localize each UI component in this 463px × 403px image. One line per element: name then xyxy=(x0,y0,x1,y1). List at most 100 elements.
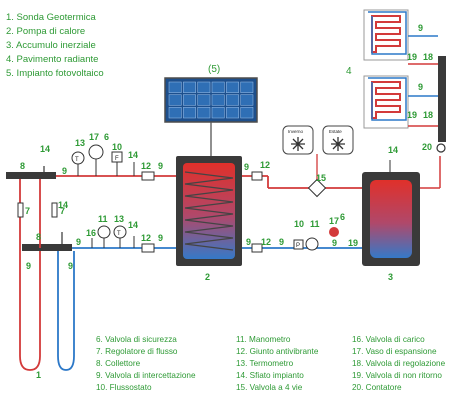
svg-text:14. Sfiato impianto: 14. Sfiato impianto xyxy=(236,371,304,380)
pv-cell xyxy=(240,94,254,106)
callout-19-mid: 19 xyxy=(348,238,358,248)
svg-text:12. Giunto antivibrante: 12. Giunto antivibrante xyxy=(236,347,319,356)
svg-text:6. Valvola di sicurezza: 6. Valvola di sicurezza xyxy=(96,335,177,344)
legend-item-3: 3. Accumulo inerziale xyxy=(6,40,96,51)
callout-19-radiant-top: 19 xyxy=(407,52,417,62)
svg-text:18. Valvola di regolazione: 18. Valvola di regolazione xyxy=(352,359,446,368)
pv-cell xyxy=(183,81,196,93)
callout-17-mid: 17 xyxy=(329,216,339,226)
callout-20: 20 xyxy=(422,142,432,152)
pv-cell xyxy=(168,94,182,106)
callout-18-radiant-top: 18 xyxy=(423,52,433,62)
pipes-probe-side xyxy=(43,166,176,249)
heat-pump-label: 2 xyxy=(205,272,210,282)
svg-text:15. Valvola a 4 vie: 15. Valvola a 4 vie xyxy=(236,383,303,392)
callout-12-lower: 12 xyxy=(141,233,151,243)
callout-8-top: 8 xyxy=(20,161,25,171)
legend-parts: 6. Valvola di sicurezza 7. Regolatore di… xyxy=(96,335,446,392)
pv-panel xyxy=(164,77,258,158)
meter-icon xyxy=(436,143,446,153)
pv-cell xyxy=(211,81,225,93)
callout-9-pump-out: 9 xyxy=(244,162,249,172)
callout-14-left-bottom: 14 xyxy=(58,200,68,210)
thermostat-winter: Inverno xyxy=(282,125,314,155)
pv-cell xyxy=(240,81,254,93)
geothermal-probe xyxy=(6,172,75,371)
svg-text:Inverno: Inverno xyxy=(288,129,304,134)
svg-text:Estate: Estate xyxy=(329,129,342,134)
legend-components: 1. Sonda Geotermica 2. Pompa di calore 3… xyxy=(6,12,104,79)
callout-9-upper: 9 xyxy=(158,161,163,171)
probe-label: 1 xyxy=(36,370,41,380)
svg-text:13. Termometro: 13. Termometro xyxy=(236,359,294,368)
pv-cell xyxy=(183,94,196,106)
svg-text:20. Contatore: 20. Contatore xyxy=(352,383,402,392)
radiant-floor xyxy=(363,9,446,142)
svg-text:T: T xyxy=(117,231,121,237)
svg-text:19. Valvola di non ritorno: 19. Valvola di non ritorno xyxy=(352,371,442,380)
callout-9-mid: 9 xyxy=(279,237,284,247)
pv-cell xyxy=(226,81,239,93)
callout-19-radiant-bottom: 19 xyxy=(407,110,417,120)
callout-14-lower: 14 xyxy=(128,220,138,230)
callout-8-bottom: 8 xyxy=(36,232,41,242)
heat-pump xyxy=(176,156,242,266)
callout-9-probe-right: 9 xyxy=(68,261,73,271)
callout-13-lower: 13 xyxy=(114,214,124,224)
callout-9-lower-left: 9 xyxy=(76,237,81,247)
callout-14-left-top: 14 xyxy=(40,144,50,154)
callout-11-lower: 11 xyxy=(98,214,108,224)
callout-10-upper: 10 xyxy=(112,142,122,152)
callout-11-mid: 11 xyxy=(310,219,320,229)
legend-item-4: 4. Pavimento radiante xyxy=(6,54,98,65)
pipes-user-side xyxy=(242,154,441,253)
svg-text:F: F xyxy=(115,156,119,162)
legend-item-2: 2. Pompa di calore xyxy=(6,26,85,37)
callout-15: 15 xyxy=(316,173,326,183)
callout-12-pump-out: 12 xyxy=(260,160,270,170)
svg-text:P: P xyxy=(296,243,300,249)
pv-cells xyxy=(168,81,254,119)
svg-text:10. Flussostato: 10. Flussostato xyxy=(96,383,152,392)
svg-text:17. Vaso di espansione: 17. Vaso di espansione xyxy=(352,347,437,356)
callout-9-radiant-top: 9 xyxy=(418,23,423,33)
callout-9-lower: 9 xyxy=(158,233,163,243)
pv-label: (5) xyxy=(208,64,220,75)
svg-text:16. Valvola di carico: 16. Valvola di carico xyxy=(352,335,425,344)
buffer-tank-label: 3 xyxy=(388,272,393,282)
svg-text:11. Manometro: 11. Manometro xyxy=(236,335,291,344)
buffer-tank xyxy=(362,160,420,266)
callout-9-probe-left: 9 xyxy=(26,261,31,271)
callout-13-upper: 13 xyxy=(75,138,85,148)
callout-14-accumulo: 14 xyxy=(388,145,398,155)
instruments-upper xyxy=(71,144,155,181)
callout-14-upper: 14 xyxy=(128,150,138,160)
callout-9-upper-left: 9 xyxy=(62,166,67,176)
callout-18-radiant-bottom: 18 xyxy=(423,110,433,120)
callout-7-left: 7 xyxy=(25,206,30,216)
pv-cell xyxy=(211,107,225,119)
pv-cell xyxy=(183,107,196,119)
callout-17-upper: 17 xyxy=(89,132,99,142)
pv-cell xyxy=(168,107,182,119)
pv-cell xyxy=(240,107,254,119)
legend-item-1: 1. Sonda Geotermica xyxy=(6,12,96,23)
svg-text:7. Regolatore di flusso: 7. Regolatore di flusso xyxy=(96,347,178,356)
callout-12-pump-in: 12 xyxy=(261,237,271,247)
callout-10-mid: 10 xyxy=(294,219,304,229)
instruments-lower xyxy=(91,225,155,253)
callout-16-lower: 16 xyxy=(86,228,96,238)
callout-6-upper: 6 xyxy=(104,132,109,142)
radiant-floor-label: 4 xyxy=(346,66,352,77)
pv-cell xyxy=(168,81,182,93)
svg-text:9. Valvola di intercettazione: 9. Valvola di intercettazione xyxy=(96,371,196,380)
pv-cell xyxy=(211,94,225,106)
svg-text:8. Collettore: 8. Collettore xyxy=(96,359,141,368)
callout-9-radiant-mid: 9 xyxy=(418,82,423,92)
pv-cell xyxy=(226,107,239,119)
pv-cell xyxy=(197,94,211,106)
callout-6-mid: 6 xyxy=(340,212,345,222)
callout-7-right: 7 xyxy=(60,206,65,216)
callout-9-pump-in: 9 xyxy=(246,237,251,247)
